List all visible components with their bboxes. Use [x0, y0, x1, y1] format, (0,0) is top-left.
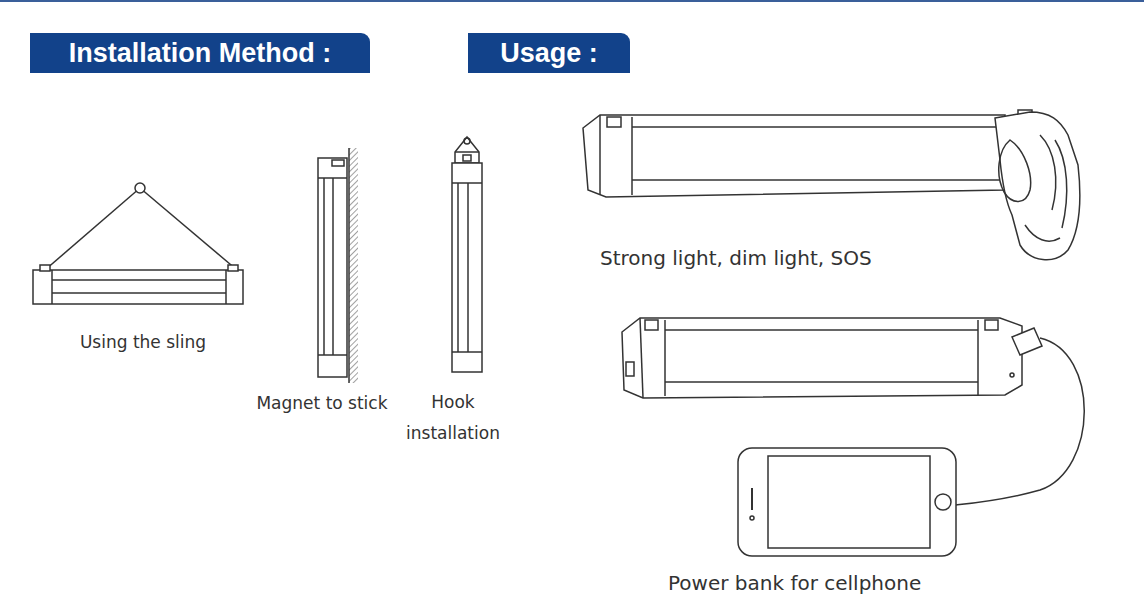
lamp-button: [607, 117, 621, 127]
caption-label: Hook installation: [398, 387, 508, 449]
phone-body: [738, 448, 956, 556]
lamp-line: [665, 329, 978, 331]
hook-shape: [455, 137, 479, 163]
lamp-body: [622, 318, 1022, 398]
cable: [956, 338, 1084, 505]
lamp-line: [632, 179, 1000, 181]
lamp-body: [452, 163, 482, 372]
lamp-tab: [228, 265, 238, 271]
hook-clip: [463, 155, 471, 161]
phone-speaker: [751, 488, 753, 510]
hook-ring: [464, 138, 470, 144]
lamp-button: [645, 320, 658, 330]
caption-label: Power bank for cellphone: [668, 570, 988, 596]
lamp-line: [665, 381, 978, 383]
finger: [1025, 225, 1060, 241]
magnet-figure: [318, 148, 358, 383]
lamp-cap: [977, 320, 979, 395]
lamp-cap: [452, 182, 482, 184]
lamp-line: [323, 178, 325, 355]
lamp-cap: [664, 320, 666, 396]
finger: [1040, 135, 1056, 210]
lamp-line: [52, 292, 226, 294]
sling-figure: [33, 183, 243, 304]
caption-label: Strong light, dim light, SOS: [600, 245, 930, 271]
thumb: [999, 140, 1031, 202]
port: [626, 362, 634, 376]
usb-plug: [1012, 328, 1042, 355]
frame-line: [0, 0, 1144, 2]
phone-button: [935, 494, 951, 510]
wall-hatch: [349, 148, 358, 383]
lamp-line: [632, 126, 1000, 128]
lamp-cap: [599, 115, 601, 195]
lamp-line: [467, 183, 469, 352]
lamp-button: [985, 320, 998, 330]
lamp-cap: [631, 117, 633, 195]
hand: [995, 112, 1080, 260]
hook-figure: [452, 137, 482, 372]
lamp-line: [332, 178, 334, 355]
sling-line: [140, 188, 237, 270]
lamp-line: [457, 183, 459, 352]
sling-line: [45, 188, 140, 270]
lamp-tab: [40, 265, 50, 271]
header-text: Installation Method :: [69, 38, 332, 68]
section-header: Installation Method :: [30, 33, 370, 73]
lamp-line: [52, 279, 226, 281]
lamp-body: [583, 115, 1005, 197]
power-bank-figure: [622, 318, 1084, 556]
lamp-cap: [225, 270, 227, 304]
hook-line: [455, 151, 479, 153]
wall-line: [348, 148, 350, 383]
lamp-body: [33, 270, 243, 304]
lamp-cap: [640, 318, 643, 398]
finger: [1055, 140, 1067, 228]
header-text: Usage :: [500, 38, 598, 68]
phone-camera: [750, 516, 754, 520]
caption-label: Magnet to stick: [242, 392, 402, 414]
lamp-body: [318, 158, 347, 377]
sling-ring: [135, 183, 145, 193]
caption-label: Using the sling: [43, 331, 243, 353]
lamp-cap: [452, 351, 482, 353]
section-header: Usage :: [468, 33, 630, 73]
indicator: [1010, 373, 1014, 377]
lamp-cap: [51, 270, 53, 304]
phone-screen: [768, 456, 930, 548]
lamp-hand-figure: [583, 110, 1080, 260]
lamp-button: [332, 160, 344, 166]
